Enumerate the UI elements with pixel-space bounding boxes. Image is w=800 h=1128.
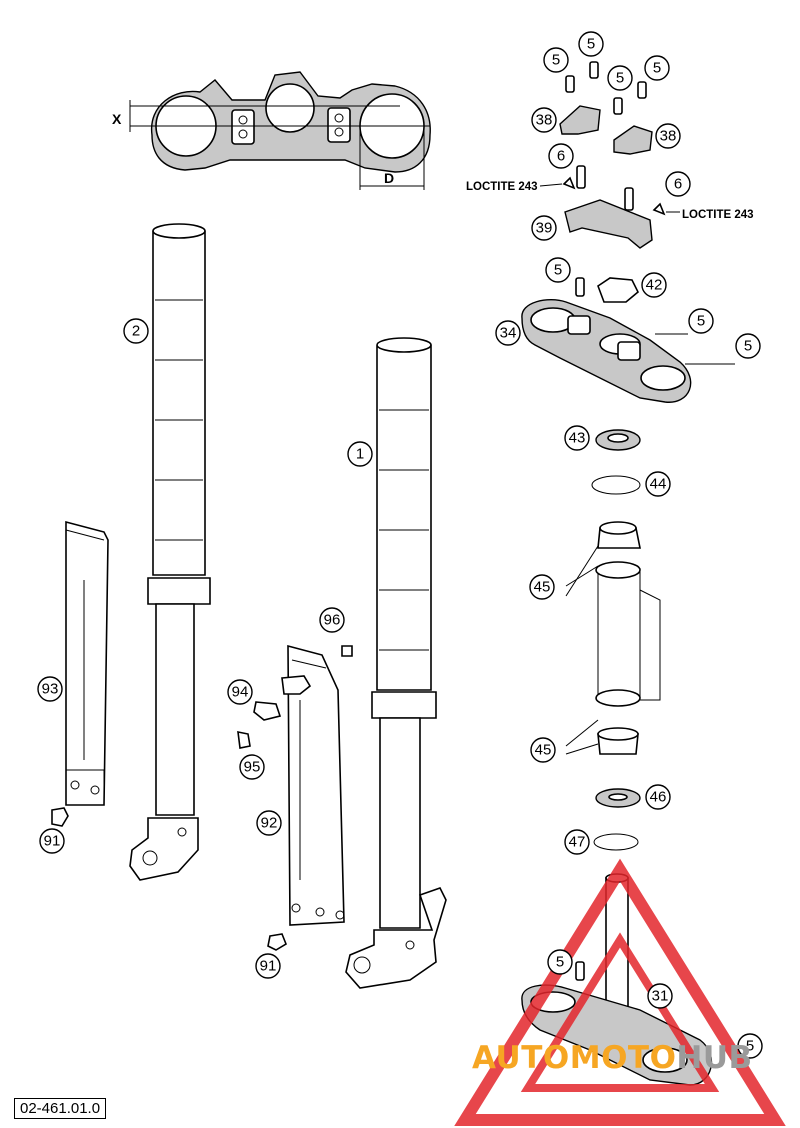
callout-5b: 5 [578,31,604,57]
callout-45b: 45 [530,737,556,763]
svg-text:5: 5 [554,262,562,279]
svg-text:5: 5 [556,954,564,971]
callout-5c: 5 [607,65,633,91]
svg-text:5: 5 [744,338,752,355]
callout-5e: 5 [545,257,571,283]
callout-1: 1 [347,441,373,467]
callout-46: 46 [645,784,671,810]
fork-leg-right [345,337,447,989]
diagram-code-label: 02-461.01.0 [14,1098,107,1119]
svg-text:38: 38 [536,112,553,129]
svg-text:5: 5 [653,60,661,77]
fork-leg-left [129,223,211,881]
callout-31: 31 [647,983,673,1009]
callout-5g: 5 [735,333,761,359]
svg-text:93: 93 [42,681,59,698]
svg-text:34: 34 [500,325,517,342]
loctite-note-left: LOCTITE 243 [466,181,538,193]
callout-96: 96 [319,607,345,633]
svg-text:94: 94 [232,684,249,701]
callout-5i: 5 [737,1033,763,1059]
fork-guard-right [237,644,353,951]
callout-94: 94 [227,679,253,705]
callout-47: 47 [564,829,590,855]
fork-guard-left [51,520,109,827]
svg-text:39: 39 [536,220,553,237]
steering-stem-parts [521,61,735,1086]
callout-5a: 5 [543,47,569,73]
svg-text:44: 44 [650,476,667,493]
svg-text:5: 5 [552,52,560,69]
callout-45a: 45 [529,574,555,600]
callout-43: 43 [564,425,590,451]
watermark-text: AUTOMOTOHUB [472,1040,753,1076]
svg-text:42: 42 [646,277,663,294]
svg-text:96: 96 [324,612,341,629]
svg-text:38: 38 [660,128,677,145]
svg-text:31: 31 [652,988,669,1005]
svg-text:45: 45 [534,579,551,596]
callout-44: 44 [645,471,671,497]
svg-text:47: 47 [569,834,586,851]
svg-text:91: 91 [260,958,277,975]
callout-91a: 91 [39,828,65,854]
svg-text:95: 95 [244,759,261,776]
callout-5d: 5 [644,55,670,81]
svg-text:45: 45 [535,742,552,759]
callout-2: 2 [123,318,149,344]
svg-text:43: 43 [569,430,586,447]
callout-34: 34 [495,320,521,346]
svg-text:5: 5 [587,36,595,53]
svg-text:46: 46 [650,789,667,806]
callout-42: 42 [641,272,667,298]
watermark-auto: AUTO [472,1040,570,1076]
dimension-x-label: X [112,111,122,127]
watermark-triangle-logo [454,858,786,1126]
svg-text:5: 5 [697,313,705,330]
callout-5f: 5 [688,308,714,334]
top-clamp-dimension-view: X D [112,71,431,190]
watermark-hub: HUB [676,1040,753,1076]
svg-text:91: 91 [44,833,61,850]
callout-38b: 38 [655,123,681,149]
callout-5h: 5 [547,949,573,975]
callout-91b: 91 [255,953,281,979]
svg-text:92: 92 [261,815,278,832]
callout-95: 95 [239,754,265,780]
callout-92: 92 [256,810,282,836]
callout-93: 93 [37,676,63,702]
clamp-bolts [565,61,647,115]
callout-6a: 6 [548,143,574,169]
svg-text:5: 5 [746,1038,754,1055]
svg-text:6: 6 [674,176,682,193]
svg-text:5: 5 [616,70,624,87]
svg-text:1: 1 [356,446,364,463]
callout-38a: 38 [531,107,557,133]
callout-39: 39 [531,215,557,241]
callout-6b: 6 [665,171,691,197]
loctite-note-right: LOCTITE 243 [682,209,754,221]
svg-text:2: 2 [132,323,140,340]
watermark-moto: MOTO [569,1040,677,1076]
svg-text:6: 6 [557,148,565,165]
dimension-d-label: D [384,170,394,186]
